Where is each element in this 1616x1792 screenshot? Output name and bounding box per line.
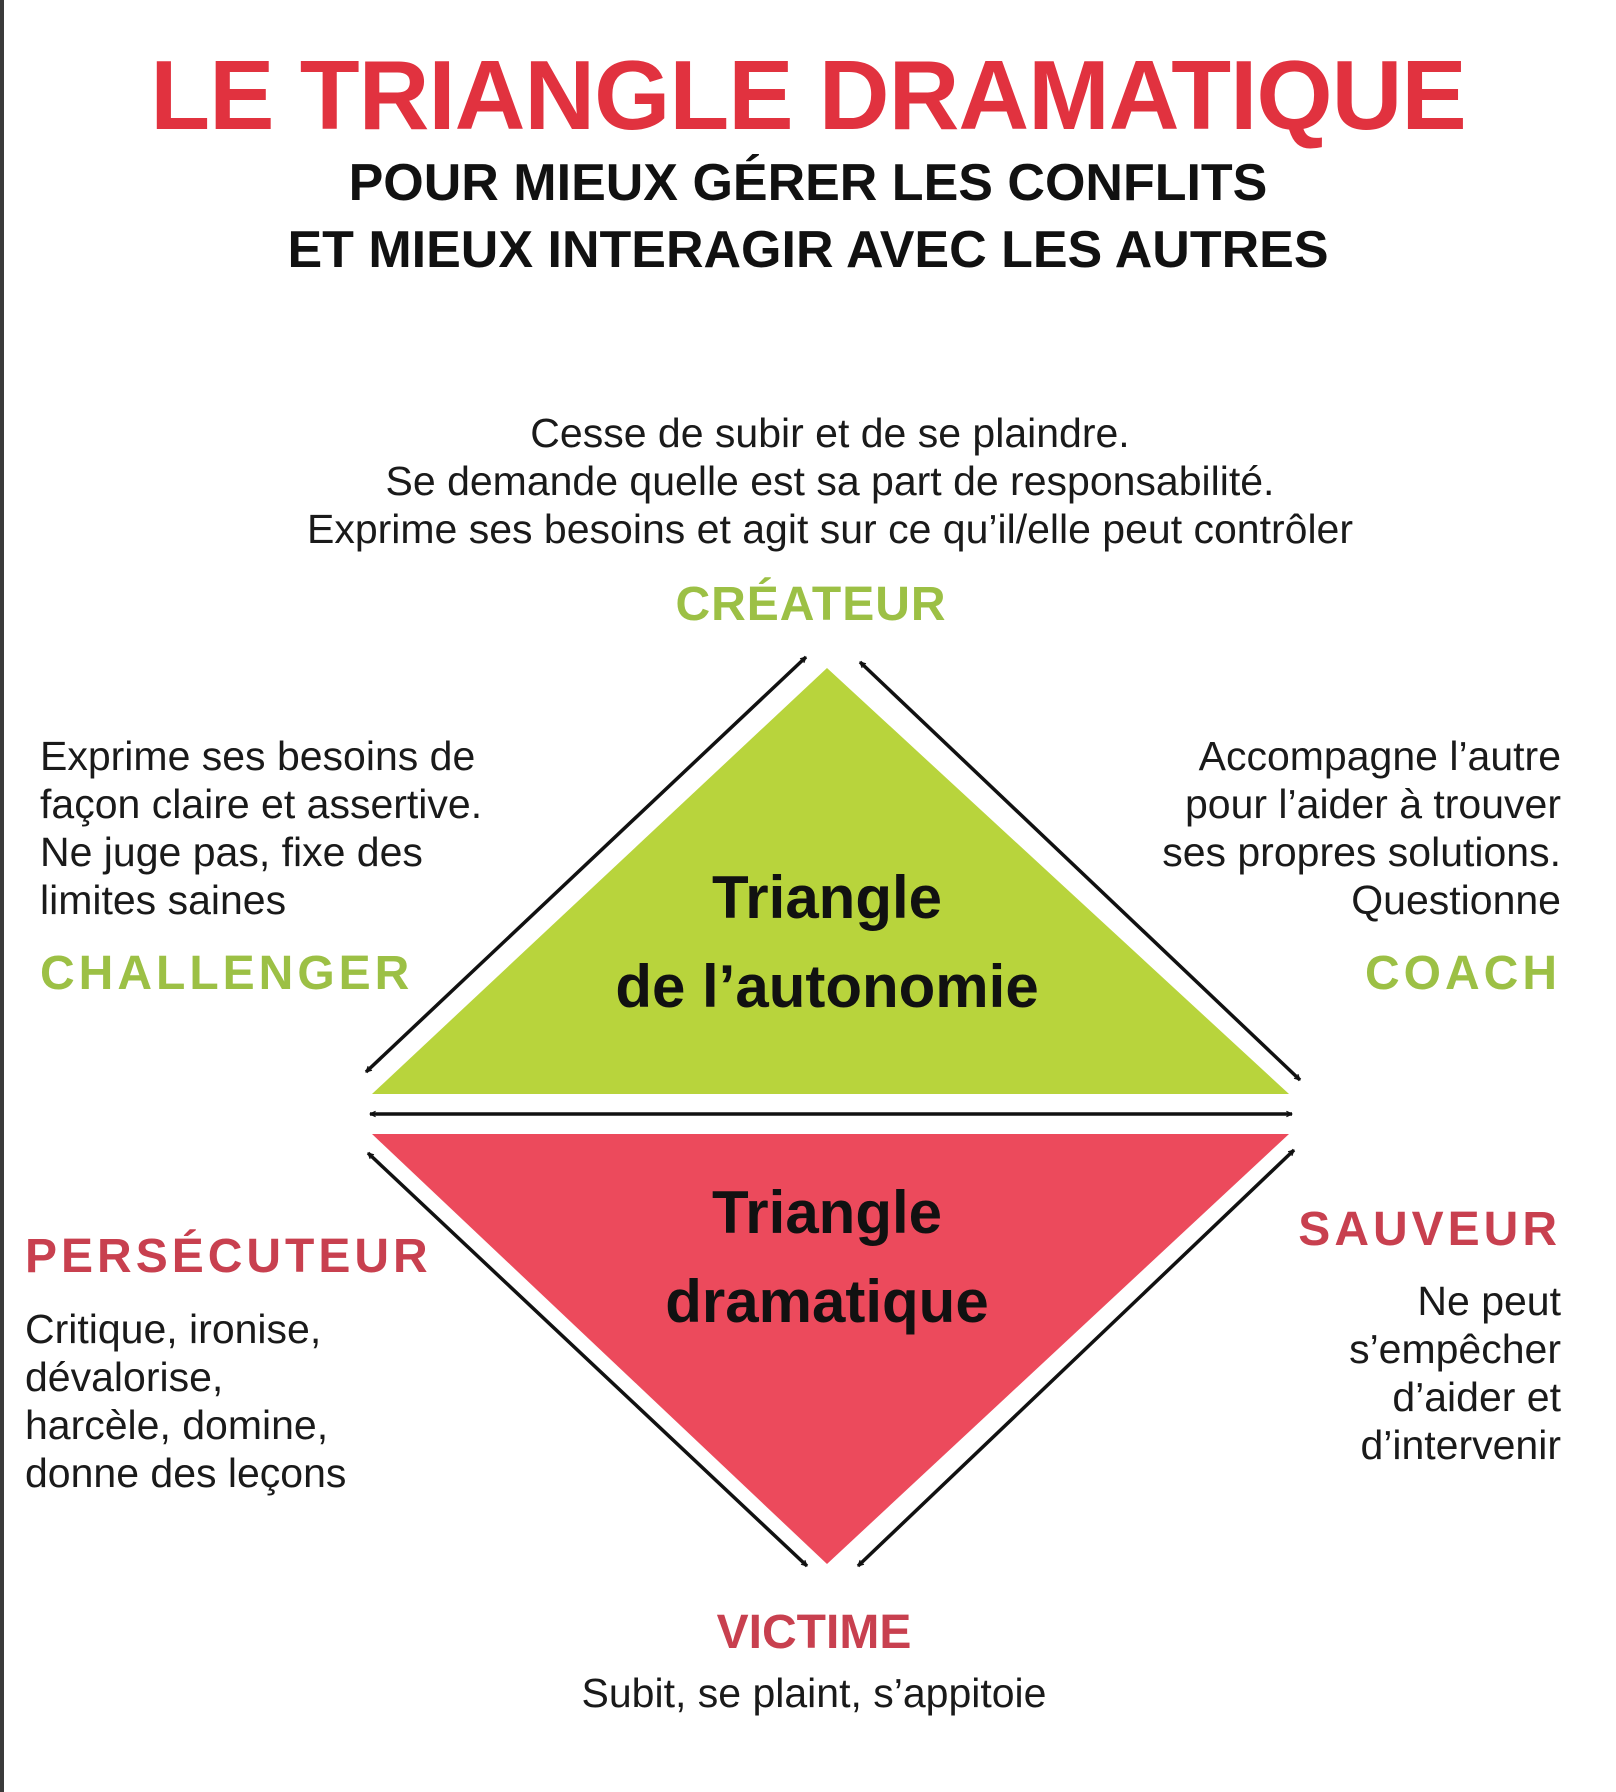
sauveur-desc-line: d’aider et <box>1392 1374 1561 1420</box>
challenger-label: CHALLENGER <box>40 947 414 1000</box>
arrow-persecuteur-victime <box>366 1151 809 1568</box>
persecuteur-desc-line: harcèle, domine, <box>25 1402 329 1448</box>
coach-description: Accompagne l’autre pour l’aider à trouve… <box>1162 732 1561 924</box>
autonomy-label-line: de l’autonomie <box>615 953 1039 1020</box>
coach-desc-line: Accompagne l’autre <box>1198 733 1561 779</box>
coach-desc-line: Questionne <box>1351 877 1561 923</box>
challenger-description: Exprime ses besoins de façon claire et a… <box>40 732 482 924</box>
arrow-sauveur-victime <box>856 1148 1296 1568</box>
sauveur-desc-line: s’empêcher <box>1349 1326 1561 1372</box>
left-border <box>0 0 4 1792</box>
sauveur-label: SAUVEUR <box>1298 1203 1561 1256</box>
victime-description: Subit, se plaint, s’appitoie <box>581 1670 1047 1716</box>
challenger-desc-line: limites saines <box>40 877 287 923</box>
autonomy-label-line: Triangle <box>711 864 943 931</box>
drama-triangle-label: Triangle dramatique <box>527 1168 1127 1346</box>
subtitle-line-2: ET MIEUX INTERAGIR AVEC LES AUTRES <box>287 221 1329 279</box>
createur-description: Cesse de subir et de se plaindre. Se dem… <box>230 409 1430 553</box>
drama-label-line: dramatique <box>665 1268 989 1335</box>
challenger-desc-line: Exprime ses besoins de <box>40 733 476 779</box>
coach-label: COACH <box>1365 947 1561 1000</box>
page-title: LE TRIANGLE DRAMATIQUE <box>150 40 1466 150</box>
sauveur-description: Ne peut s’empêcher d’aider et d’interven… <box>1349 1277 1561 1469</box>
persecuteur-label: PERSÉCUTEUR <box>25 1230 432 1283</box>
persecuteur-desc-line: dévalorise, <box>25 1354 224 1400</box>
coach-desc-line: pour l’aider à trouver <box>1184 781 1561 827</box>
persecuteur-desc-line: Critique, ironise, <box>25 1306 322 1352</box>
challenger-desc-line: façon claire et assertive. <box>40 781 483 827</box>
victime-label: VICTIME <box>716 1606 912 1659</box>
subtitle-line-1: POUR MIEUX GÉRER LES CONFLITS <box>348 154 1268 212</box>
createur-desc-line: Cesse de subir et de se plaindre. <box>530 410 1130 456</box>
createur-label: CRÉATEUR <box>675 578 947 631</box>
sauveur-desc-line: d’intervenir <box>1360 1422 1561 1468</box>
autonomy-triangle-label: Triangle de l’autonomie <box>527 853 1127 1031</box>
persecuteur-description: Critique, ironise, dévalorise, harcèle, … <box>25 1305 346 1497</box>
coach-desc-line: ses propres solutions. <box>1162 829 1561 875</box>
createur-desc-line: Exprime ses besoins et agit sur ce qu’il… <box>306 506 1354 552</box>
drama-label-line: Triangle <box>711 1179 943 1246</box>
persecuteur-desc-line: donne des leçons <box>25 1450 347 1496</box>
createur-desc-line: Se demande quelle est sa part de respons… <box>385 458 1275 504</box>
arrow-createur-coach <box>858 660 1302 1082</box>
sauveur-desc-line: Ne peut <box>1417 1278 1561 1324</box>
challenger-desc-line: Ne juge pas, fixe des <box>40 829 423 875</box>
arrow-challenger-createur <box>364 655 808 1074</box>
